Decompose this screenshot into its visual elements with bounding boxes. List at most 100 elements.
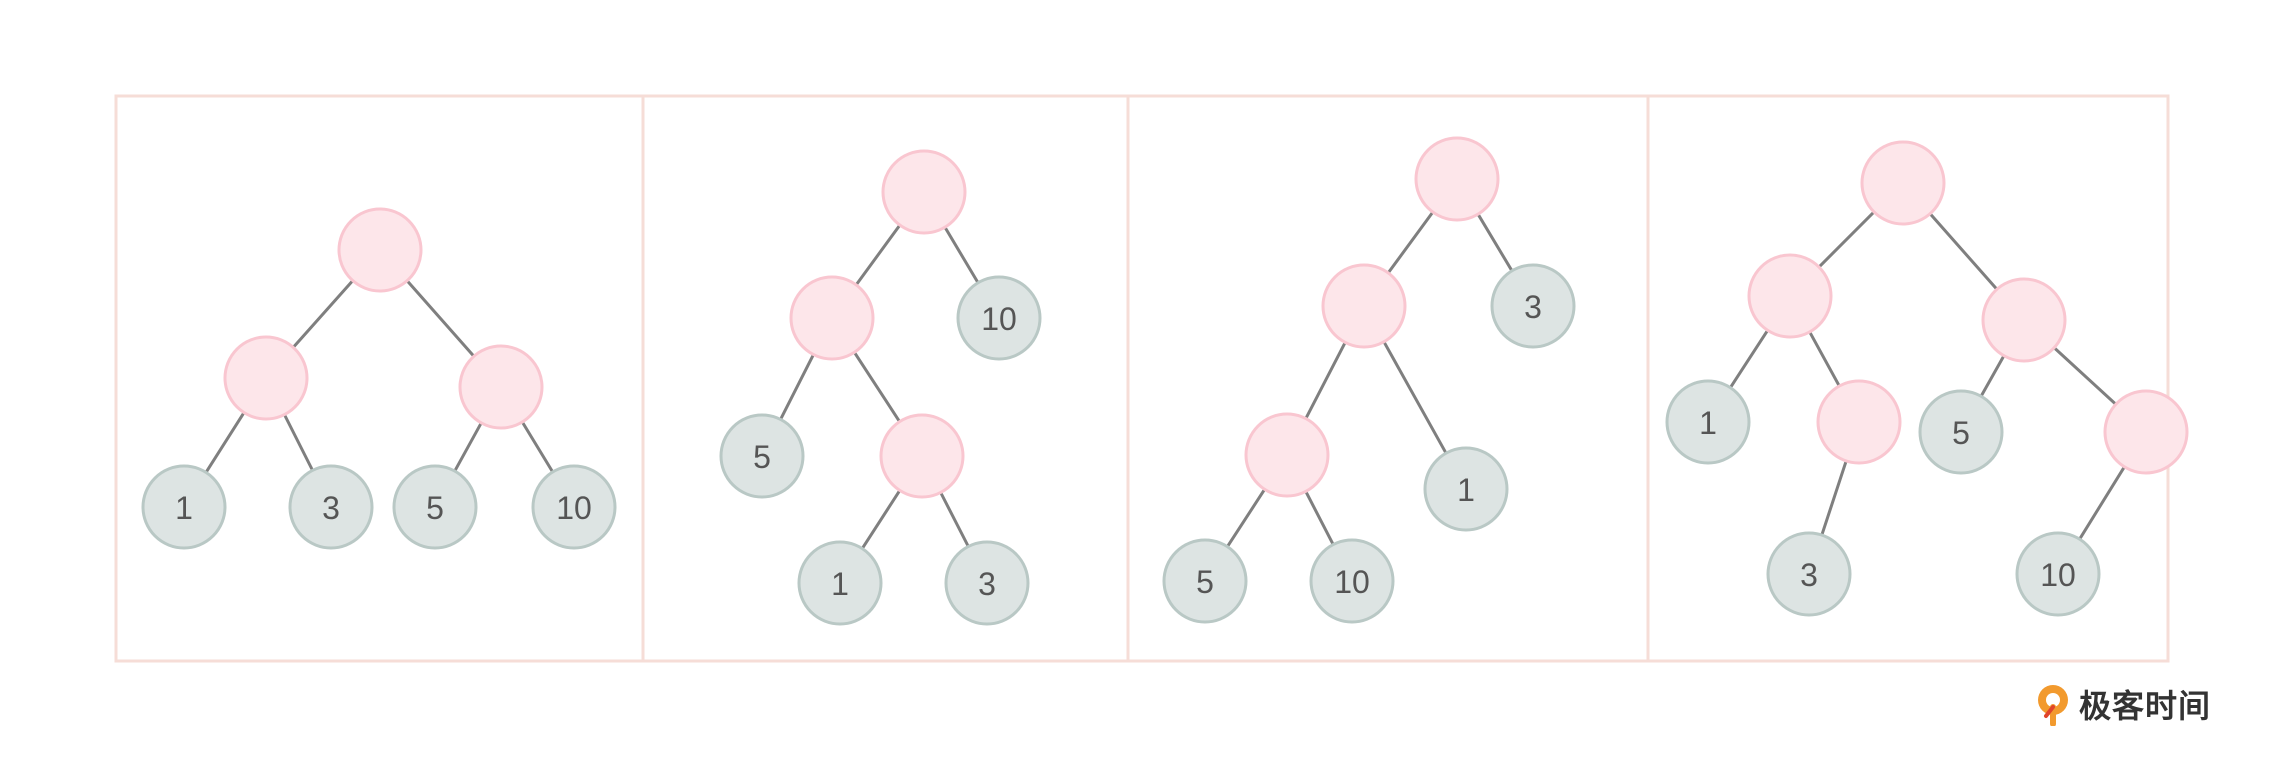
leaf-node: 10 — [531, 464, 617, 550]
tree-edge — [2078, 465, 2126, 541]
leaf-node-circle — [2015, 531, 2101, 617]
internal-node-circle — [1747, 253, 1833, 339]
leaf-node: 5 — [1918, 389, 2004, 475]
leaf-node-label: 3 — [978, 566, 996, 602]
leaf-node-label: 10 — [2040, 557, 2076, 593]
internal-node — [2103, 389, 2189, 475]
leaf-node-circle — [531, 464, 617, 550]
tree-edge — [291, 279, 355, 349]
internal-node-circle — [337, 207, 423, 293]
tree-edge — [405, 279, 476, 358]
leaf-node-label: 1 — [175, 490, 193, 526]
leaf-node-label: 10 — [981, 301, 1017, 337]
leaf-node: 10 — [1309, 538, 1395, 624]
leaf-node-label: 1 — [1457, 472, 1475, 508]
internal-node — [223, 335, 309, 421]
leaf-node-label: 3 — [322, 490, 340, 526]
leaf-node-label: 5 — [1196, 564, 1214, 600]
tree-edge — [1728, 328, 1770, 390]
tree-edge — [943, 225, 980, 285]
internal-node — [1816, 379, 1902, 465]
leaf-node-circle — [141, 464, 227, 550]
leaf-node: 3 — [1490, 263, 1576, 349]
internal-node-circle — [2103, 389, 2189, 475]
internal-node-circle — [789, 275, 875, 361]
leaf-node-circle — [1162, 538, 1248, 624]
tree-edge — [1928, 212, 1999, 291]
internal-node — [1860, 140, 1946, 226]
internal-node — [1414, 136, 1500, 222]
leaf-node-circle — [797, 540, 883, 626]
leaf-node: 3 — [944, 540, 1030, 626]
tree-edge — [1476, 212, 1514, 273]
tree-edge — [1817, 210, 1876, 269]
internal-node — [1981, 277, 2067, 363]
leaf-node-label: 5 — [753, 439, 771, 475]
leaf-node-label: 10 — [556, 490, 592, 526]
internal-node-circle — [1981, 277, 2067, 363]
leaf-node-circle — [944, 540, 1030, 626]
leaf-node-label: 5 — [426, 490, 444, 526]
geektime-logo-icon — [2037, 685, 2068, 726]
tree-edge — [852, 350, 902, 424]
leaf-node-label: 5 — [1952, 415, 1970, 451]
internal-node — [879, 413, 965, 499]
tree-edge — [1382, 340, 1448, 455]
leaf-node: 3 — [1766, 531, 1852, 617]
leaf-node-circle — [1766, 531, 1852, 617]
tree-edge — [1820, 459, 1848, 537]
tree-edge — [854, 223, 902, 287]
leaf-node: 5 — [1162, 538, 1248, 624]
leaf-node-circle — [1918, 389, 2004, 475]
leaf-node: 3 — [288, 464, 374, 550]
tree-edge — [1979, 354, 2006, 398]
tree-edge — [1304, 489, 1335, 547]
leaf-node-circle — [956, 275, 1042, 361]
leaf-node-label: 1 — [831, 566, 849, 602]
tree-edge — [204, 411, 246, 474]
tree-edge — [1808, 330, 1841, 388]
internal-node-circle — [1816, 379, 1902, 465]
leaf-node-circle — [1490, 263, 1576, 349]
leaf-node-circle — [392, 464, 478, 550]
internal-node — [1244, 412, 1330, 498]
internal-node-circle — [458, 344, 544, 430]
leaf-node-circle — [1309, 538, 1395, 624]
leaf-node-circle — [1423, 446, 1509, 532]
tree-edge — [1304, 340, 1347, 421]
internal-node-circle — [881, 149, 967, 235]
edges-layer — [204, 210, 2126, 551]
internal-node-circle — [1244, 412, 1330, 498]
panel-frame — [114, 94, 2170, 663]
internal-node-circle — [1321, 263, 1407, 349]
leaf-node: 10 — [956, 275, 1042, 361]
leaf-node-label: 10 — [1334, 564, 1370, 600]
internal-node — [1747, 253, 1833, 339]
leaf-node-circle — [719, 413, 805, 499]
internal-node-circle — [879, 413, 965, 499]
internal-node — [1321, 263, 1407, 349]
tree-edge — [779, 353, 815, 421]
leaf-node: 1 — [797, 540, 883, 626]
tree-edge — [282, 413, 315, 472]
brand-logo-text: 极客时间 — [2078, 687, 2211, 725]
internal-node — [458, 344, 544, 430]
leaf-node: 5 — [392, 464, 478, 550]
leaf-node-circle — [288, 464, 374, 550]
internal-node-circle — [1860, 140, 1946, 226]
leaf-node: 1 — [1665, 379, 1751, 465]
diagram-border — [114, 94, 2170, 663]
tree-edge — [860, 488, 902, 551]
internal-node-circle — [1414, 136, 1500, 222]
tree-edge — [520, 420, 555, 474]
internal-node — [789, 275, 875, 361]
leaf-node-label: 1 — [1699, 405, 1717, 441]
leaf-node-label: 3 — [1524, 289, 1542, 325]
leaf-node: 1 — [141, 464, 227, 550]
tree-edge — [453, 421, 483, 473]
internal-node — [881, 149, 967, 235]
internal-node-circle — [223, 335, 309, 421]
leaf-node: 5 — [719, 413, 805, 499]
